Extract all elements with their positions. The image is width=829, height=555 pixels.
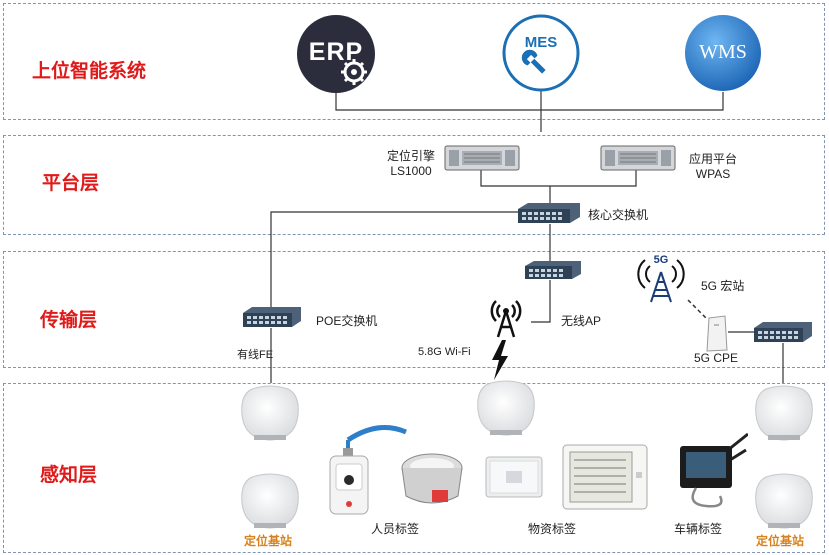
erp-label: ERP: [308, 38, 364, 66]
layer-title-perception: 感知层: [40, 464, 98, 486]
wms-label: WMS: [699, 41, 747, 63]
material-display-tag-icon: [562, 444, 648, 510]
poe-switch-icon: [241, 305, 303, 329]
wired-fe-label: 有线FE: [237, 349, 274, 361]
person-badge-tag-icon: [318, 420, 408, 520]
base-station-icon-right-top: [754, 385, 814, 443]
mes-icon: MES: [502, 14, 580, 92]
material-tag-label: 物资标签: [528, 522, 577, 536]
app-platform-line2: WPAS: [695, 167, 731, 181]
positioning-engine-server-icon: [444, 145, 520, 171]
material-tag-icon: [484, 453, 544, 501]
tower-5g-icon: 5G: [636, 252, 686, 304]
tower-5g-badge: 5G: [653, 254, 669, 266]
base-station-label-right: 定位基站: [756, 534, 805, 548]
base-station-label-left: 定位基站: [244, 534, 293, 548]
app-platform-server-icon: [600, 145, 676, 171]
base-station-icon-center: [476, 380, 536, 438]
app-platform-label: 应用平台 WPAS: [682, 152, 744, 182]
poe-switch-label: POE交换机: [316, 314, 378, 328]
layer-platform-box: [3, 135, 825, 235]
mes-label: MES: [524, 34, 558, 51]
ap-switch-icon: [523, 259, 583, 281]
layer-perception-box: [3, 383, 825, 553]
layer-transport-box: [3, 251, 825, 368]
wireless-signal-bolt-icon: [488, 340, 512, 380]
wireless-ap-label: 无线AP: [561, 314, 602, 328]
person-wristband-tag-icon: [398, 448, 466, 512]
person-tag-label: 人员标签: [371, 522, 420, 536]
wireless-ap-antenna-icon: [484, 295, 528, 339]
app-platform-line1: 应用平台: [688, 152, 737, 166]
layer-top-box: [3, 3, 825, 120]
cpe-5g-label: 5G CPE: [694, 351, 739, 365]
vehicle-tag-label: 车辆标签: [674, 522, 723, 536]
wms-icon: WMS: [684, 14, 762, 92]
positioning-engine-line1: 定位引擎: [386, 149, 435, 163]
vehicle-tag-icon: [676, 432, 748, 516]
base-station-icon-left-top: [240, 385, 300, 443]
core-switch-label: 核心交换机: [588, 208, 649, 222]
right-switch-icon: [752, 320, 814, 344]
layer-title-transport: 传输层: [40, 309, 98, 331]
base-station-icon-left-bottom: [240, 473, 300, 531]
positioning-engine-line2: LS1000: [390, 164, 432, 178]
wifi-label: 5.8G Wi-Fi: [418, 346, 471, 358]
layer-title-platform: 平台层: [42, 172, 100, 194]
core-switch-icon: [516, 201, 582, 225]
layer-title-top: 上位智能系统: [32, 60, 147, 82]
macro-5g-label: 5G 宏站: [701, 279, 745, 293]
positioning-engine-label: 定位引擎 LS1000: [380, 149, 442, 179]
erp-icon: ERP: [296, 14, 376, 94]
cpe-5g-icon: [705, 314, 729, 352]
base-station-icon-right-bottom: [754, 473, 814, 531]
